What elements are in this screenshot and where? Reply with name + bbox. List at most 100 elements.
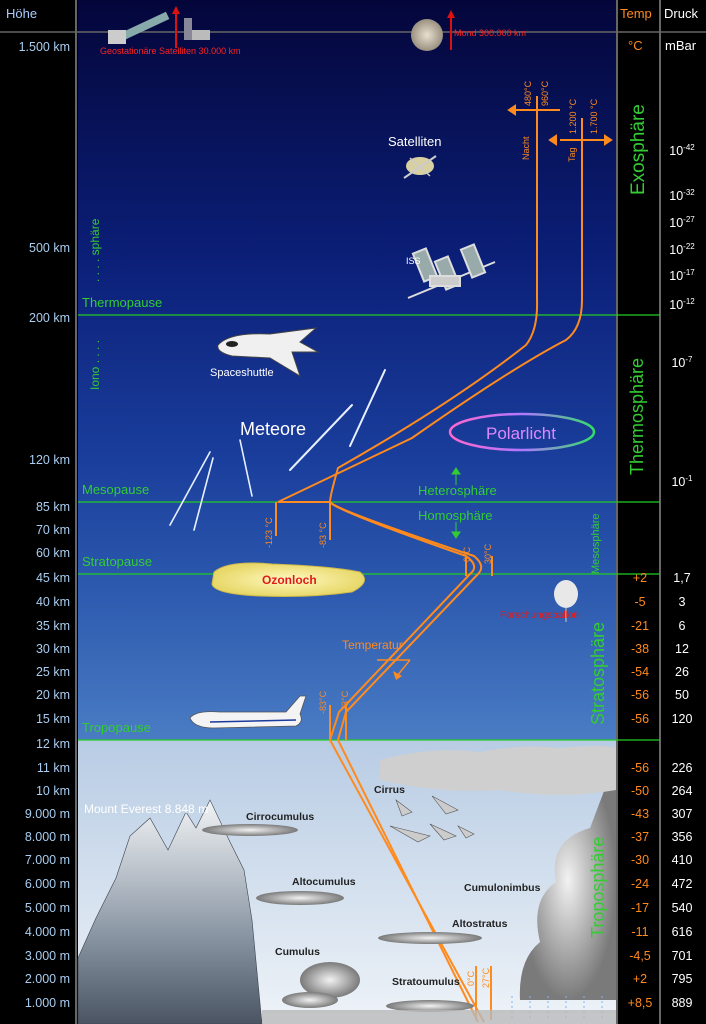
header-pressure: Druck	[664, 6, 698, 21]
temp-value: -5	[634, 595, 646, 609]
temp-value: -30	[630, 853, 650, 867]
curve-label: Tag	[567, 147, 577, 162]
heterosphere-label: Heterosphäre	[418, 483, 497, 498]
altitude-label: 9.000 m	[24, 807, 70, 821]
homosphere-label: Homosphäre	[418, 508, 493, 523]
curve-label: Nacht	[521, 136, 531, 160]
pressure-unit: mBar	[665, 38, 697, 53]
cloud-label: Cumulonimbus	[464, 882, 541, 894]
aurora-ellipse	[448, 412, 596, 452]
pressure-value: 120	[671, 712, 693, 726]
altitude-label: 200 km	[29, 311, 70, 325]
altitude-label: 15 km	[35, 712, 70, 726]
ozone-hole-shape	[211, 562, 365, 597]
curve-label: 0°C	[462, 546, 472, 562]
airplane-icon	[189, 695, 307, 729]
pressure-value: 10-17	[669, 268, 695, 284]
altitude-label: 35 km	[35, 619, 70, 633]
iss-icon	[407, 243, 496, 299]
curve-label: -73°C	[340, 690, 350, 714]
pressure-value: 795	[671, 972, 693, 986]
altitude-label: 120 km	[29, 453, 70, 467]
altitude-label: 1.500 km	[18, 40, 70, 54]
pressure-value: 540	[671, 901, 693, 915]
ground-strip	[262, 1010, 616, 1024]
satellite-icon	[403, 155, 437, 179]
ozone-hole-label: Ozonloch	[262, 573, 317, 587]
pressure-value: 10-27	[669, 215, 695, 231]
pressure-value: 10-12	[669, 297, 695, 313]
pressure-value: 307	[671, 807, 693, 821]
altitude-label: 30 km	[35, 642, 70, 656]
thermosphere-label: Thermosphäre	[627, 357, 647, 475]
temp-value: -24	[630, 877, 650, 891]
pressure-value: 889	[671, 996, 693, 1010]
curve-label: 30°C	[483, 543, 493, 564]
stratosphere-label: Stratosphäre	[588, 621, 608, 725]
spaceshuttle-icon	[217, 327, 320, 378]
altitude-label: 85 km	[35, 500, 70, 514]
temp-value: -21	[630, 619, 650, 633]
altitude-label: 11 km	[36, 761, 70, 775]
temp-value: -56	[630, 712, 650, 726]
pressure-value: 264	[671, 784, 693, 798]
stratopause-label: Stratopause	[82, 554, 153, 569]
mesosphere-label: Mesosphäre	[590, 513, 602, 574]
altitude-label: 3.000 m	[24, 949, 70, 963]
iss-label: ISS	[406, 256, 421, 266]
altitude-label: 2.000 m	[24, 972, 70, 986]
temp-value: -38	[630, 642, 650, 656]
meteors-label: Meteore	[240, 419, 307, 439]
altitude-label: 6.000 m	[24, 877, 70, 891]
curve-label: 1.700 °C	[589, 98, 599, 134]
altitude-label: 40 km	[35, 595, 70, 609]
altitude-label: 7.000 m	[24, 853, 70, 867]
temp-value: +8,5	[627, 996, 653, 1010]
header-height: Höhe	[6, 6, 38, 21]
pressure-value: 226	[671, 761, 693, 775]
cloud-label: Cirrus	[374, 784, 405, 796]
altitude-label: 5.000 m	[24, 901, 70, 915]
everest-label: Mount Everest 8.848 m	[84, 802, 209, 816]
curve-label: -83 °C	[318, 522, 328, 548]
thermopause-label: Thermopause	[82, 295, 163, 310]
geo-satellites-icon	[108, 11, 210, 44]
temp-value: -50	[630, 784, 650, 798]
altitude-label: 8.000 m	[24, 830, 70, 844]
mesopause-label: Mesopause	[82, 482, 150, 497]
pressure-value: 50	[675, 688, 689, 702]
temp-value: +2	[632, 571, 648, 585]
satellites-label: Satelliten	[388, 134, 442, 149]
moon-label: Mond 300.000 km	[454, 28, 527, 38]
moon-icon	[411, 19, 443, 51]
pressure-value: 701	[671, 949, 693, 963]
altitude-label: 70 km	[35, 523, 70, 537]
ionosphere-label-a: Iono . . . .	[88, 339, 102, 390]
exosphere-label: Exosphäre	[628, 104, 649, 195]
pressure-value: 10-1	[671, 474, 693, 490]
pressure-value: 1,7	[673, 571, 691, 585]
curve-label: 27°C	[481, 967, 491, 988]
altitude-label: 500 km	[29, 241, 70, 255]
pressure-value: 3	[678, 595, 686, 609]
altitude-label: 12 km	[35, 737, 70, 751]
mount-everest-shape	[77, 799, 263, 1024]
temp-value: -56	[630, 761, 650, 775]
altitude-label: 45 km	[35, 571, 70, 585]
pressure-value: 10-7	[671, 355, 693, 371]
altitude-label: 20 km	[35, 688, 70, 702]
pressure-value: 10-22	[669, 242, 695, 258]
curve-label: 480°C	[523, 80, 533, 106]
temp-value: -11	[631, 925, 649, 939]
cloud-shapes	[202, 746, 616, 1020]
pressure-value: 10-42	[669, 143, 695, 159]
temp-value: -56	[630, 688, 650, 702]
layer-boundaries	[78, 314, 660, 741]
balloon-label: Forschungsballon	[500, 610, 579, 621]
pressure-value: 12	[675, 642, 689, 656]
curve-label: 1.200 °C	[568, 98, 578, 134]
temp-value: -43	[630, 807, 650, 821]
altitude-label: 10 km	[35, 784, 70, 798]
